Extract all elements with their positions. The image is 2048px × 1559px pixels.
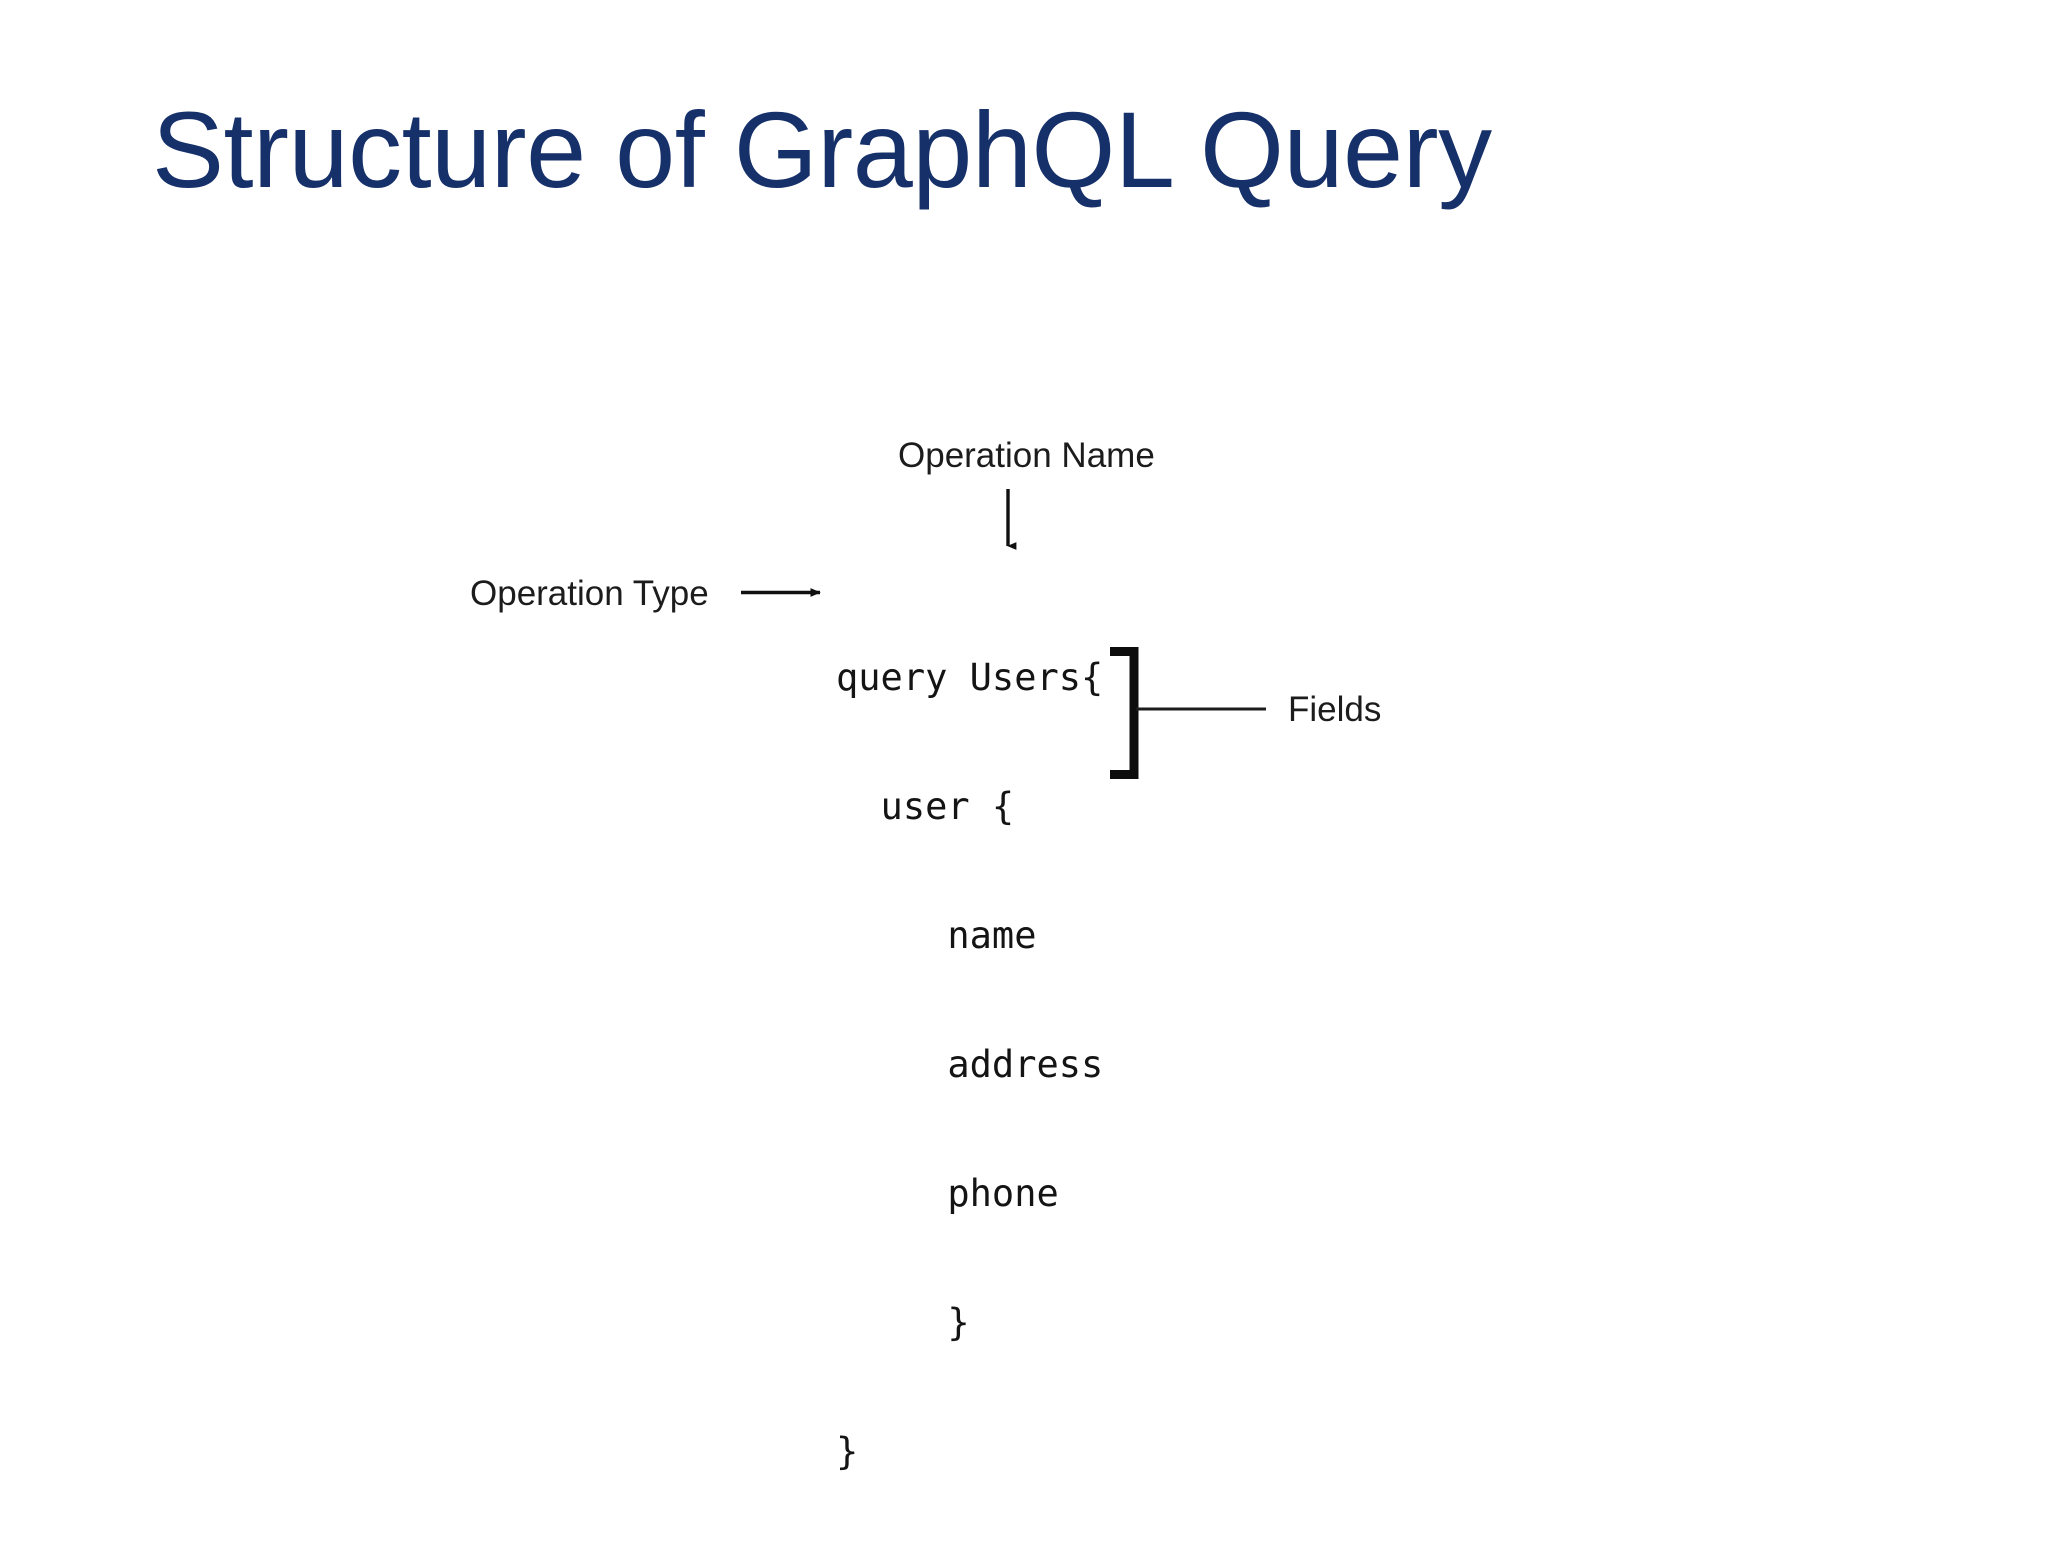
code-line: } [836,1430,859,1473]
code-line: phone [836,1172,1059,1215]
code-line: } [836,1301,970,1344]
code-line: query Users{ [836,656,1104,699]
graphql-query-code-block: query Users{ user { name address phone }… [836,570,1103,1559]
graphql-query-structure-diagram: Operation Name Operation Type Fields que… [470,436,1382,1473]
code-line: address [836,1043,1104,1086]
annotation-label-operation-type: Operation Type [470,574,709,613]
page-title: Structure of GraphQL Query [152,89,1492,210]
code-line: user { [836,785,1015,828]
code-line: name [836,914,1037,957]
fields-bracket [1110,647,1266,779]
annotation-label-fields: Fields [1288,690,1382,729]
annotation-label-operation-name: Operation Name [898,436,1155,475]
